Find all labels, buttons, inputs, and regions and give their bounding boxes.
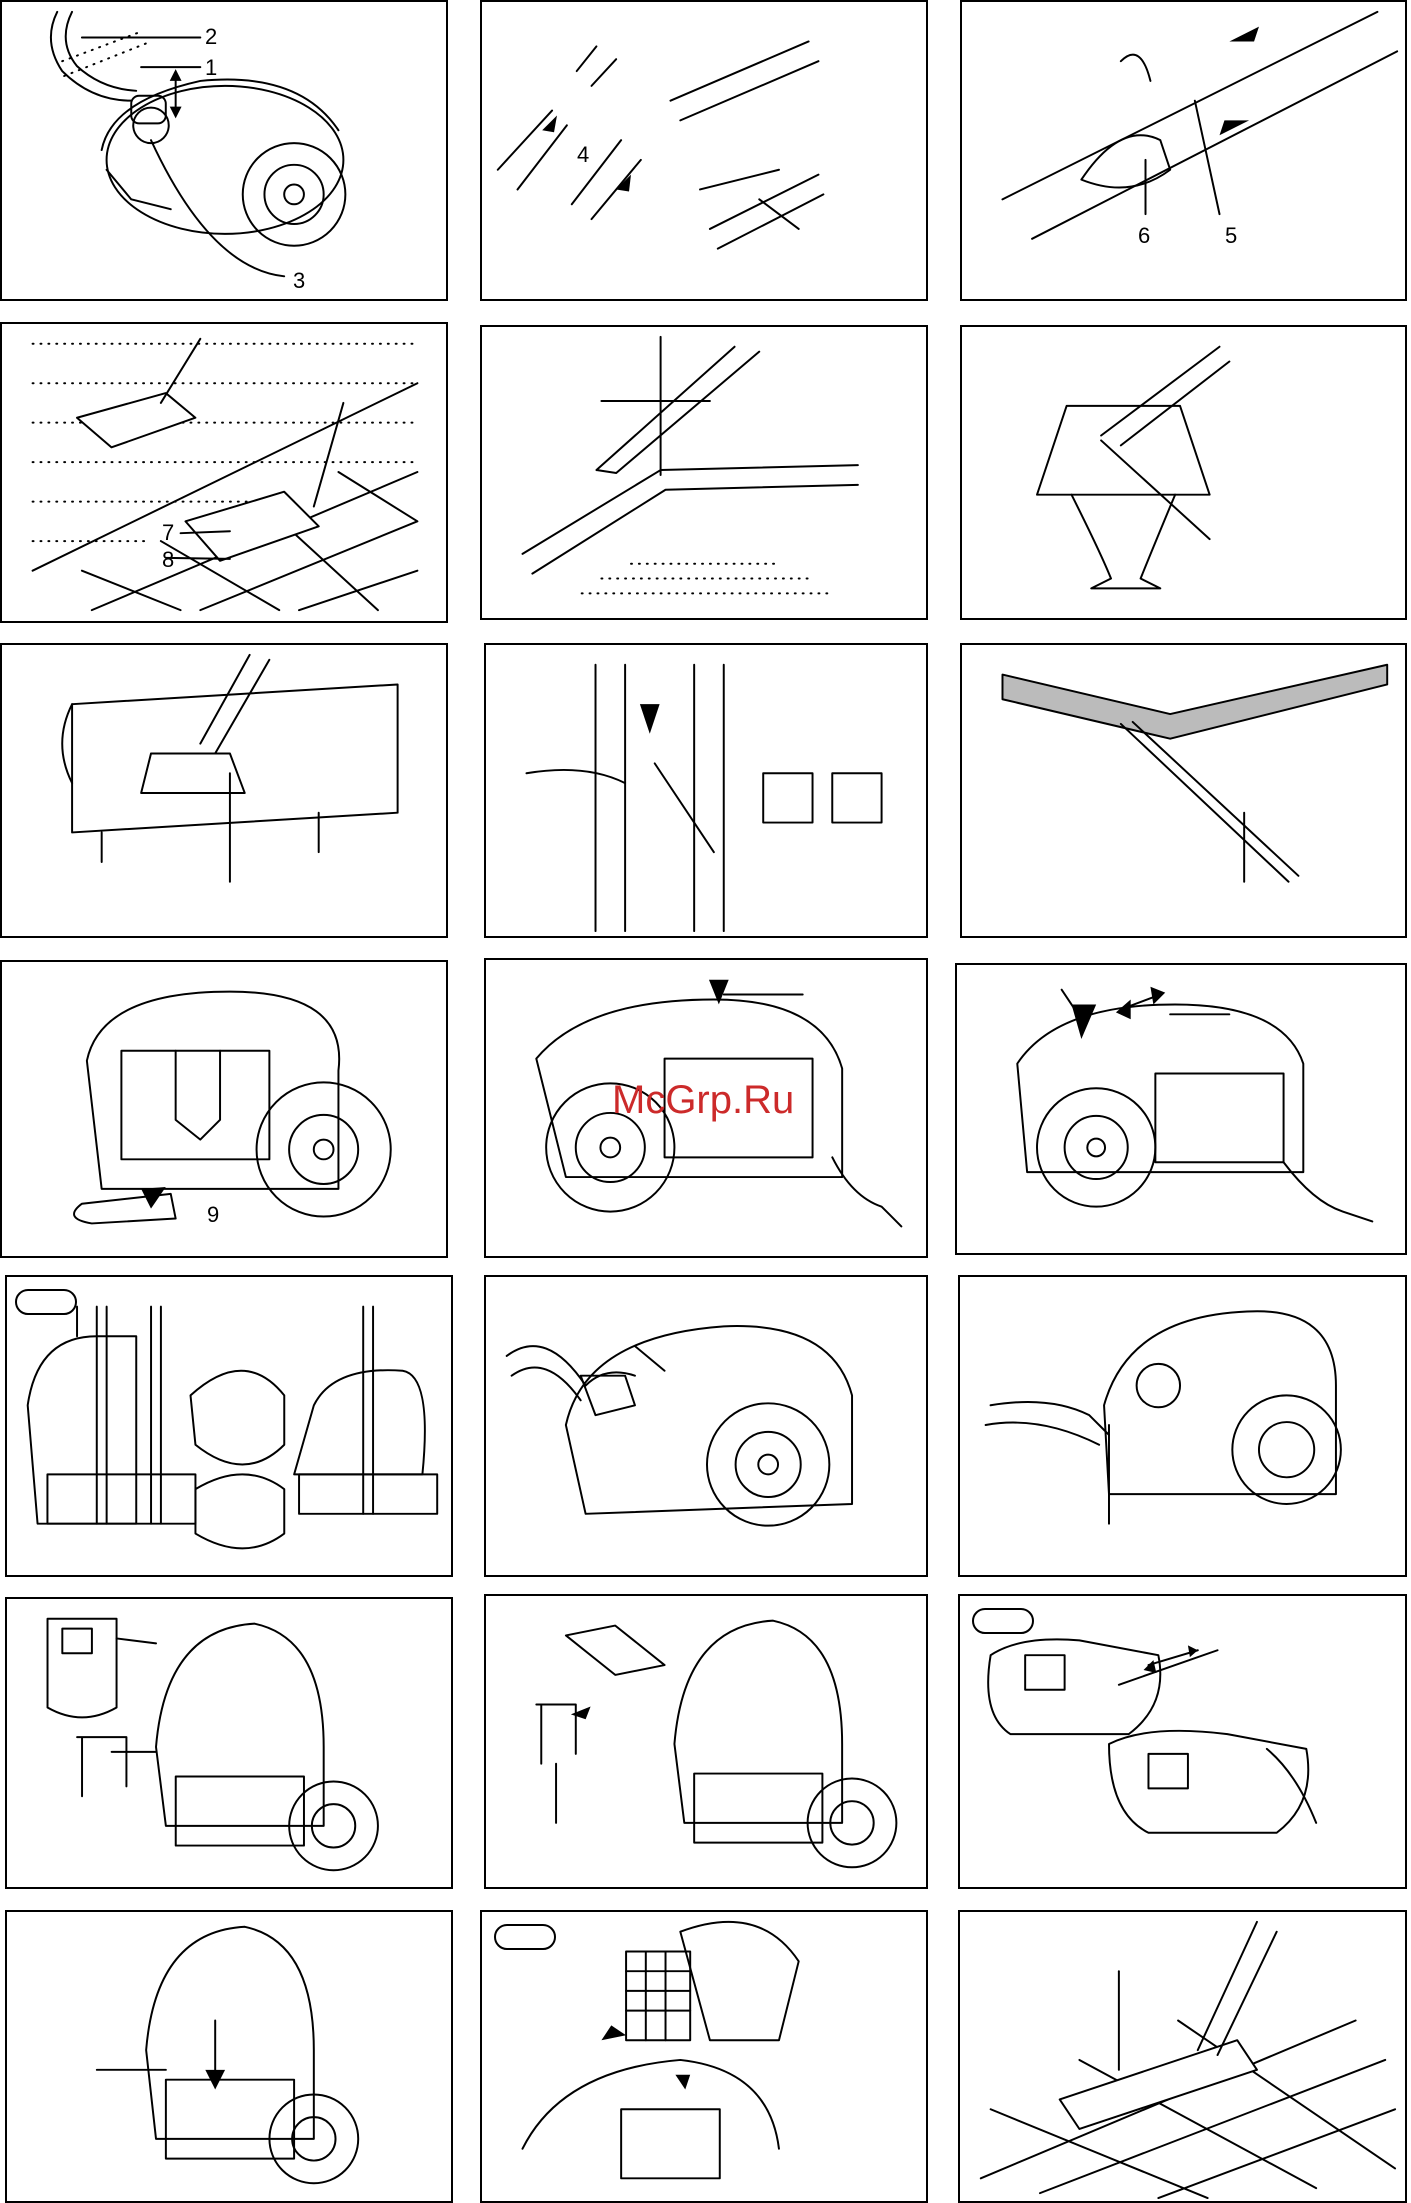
callout-label: 3 bbox=[293, 270, 305, 292]
panel-open-cover bbox=[958, 1275, 1407, 1577]
callout-label: 4 bbox=[577, 144, 589, 166]
brush-nozzle-illustration bbox=[962, 327, 1405, 618]
panel-crevice-nozzle bbox=[480, 325, 928, 620]
floor-nozzle-illustration bbox=[2, 324, 446, 621]
panel-power-control bbox=[955, 963, 1407, 1255]
panel-storage-position bbox=[5, 1275, 453, 1577]
panel-brush-nozzle bbox=[960, 325, 1407, 620]
bag-removal-illustration bbox=[7, 1599, 451, 1887]
filter-illustration bbox=[482, 1912, 926, 2201]
callout-label: 2 bbox=[205, 26, 217, 48]
panel-nozzle-holder bbox=[484, 643, 928, 938]
panel-bag-closing bbox=[958, 1594, 1407, 1889]
crevice-nozzle-illustration bbox=[482, 327, 926, 618]
parquet-nozzle-illustration bbox=[960, 1912, 1405, 2201]
bag-holder-illustration bbox=[486, 1596, 926, 1887]
callout-label: 6 bbox=[1138, 225, 1150, 247]
upholstery-nozzle-illustration bbox=[2, 645, 446, 936]
panel-bag-removal bbox=[5, 1597, 453, 1889]
panel-vacuum-hose-connection: 2 1 3 bbox=[0, 0, 448, 301]
panel-parking-slot: 9 bbox=[0, 960, 448, 1258]
ceiling-illustration bbox=[962, 645, 1405, 936]
tube-illustration bbox=[482, 2, 926, 299]
panel-filter-replacement bbox=[480, 1910, 928, 2203]
power-control-illustration bbox=[957, 965, 1405, 1253]
panel-floor-nozzle: 7 8 bbox=[0, 322, 448, 623]
panel-bag-insert bbox=[5, 1910, 453, 2203]
open-cover-illustration bbox=[960, 1277, 1405, 1575]
parking-illustration bbox=[2, 962, 446, 1256]
watermark: McGrp.Ru bbox=[612, 1078, 794, 1123]
bag-closing-illustration bbox=[960, 1596, 1405, 1887]
storage-illustration bbox=[7, 1277, 451, 1575]
panel-upholstery-nozzle bbox=[0, 643, 448, 938]
panel-ceiling-cleaning bbox=[960, 643, 1407, 938]
telescopic-tube-illustration bbox=[962, 2, 1405, 299]
callout-label: 9 bbox=[207, 1204, 219, 1226]
callout-label: 1 bbox=[205, 57, 217, 79]
callout-label: 8 bbox=[162, 549, 174, 571]
panel-bag-full-indicator bbox=[484, 1275, 928, 1577]
panel-telescopic-tube: 6 5 bbox=[960, 0, 1407, 301]
callout-label: 7 bbox=[162, 522, 174, 544]
callout-label: 5 bbox=[1225, 225, 1237, 247]
bag-insert-illustration bbox=[7, 1912, 451, 2201]
panel-bag-holder bbox=[484, 1594, 928, 1889]
panel-parquet-nozzle bbox=[958, 1910, 1407, 2203]
panel-tube-assembly: 4 bbox=[480, 0, 928, 301]
nozzle-holder-illustration bbox=[486, 645, 926, 936]
vacuum-illustration bbox=[2, 2, 446, 299]
indicator-illustration bbox=[486, 1277, 926, 1575]
